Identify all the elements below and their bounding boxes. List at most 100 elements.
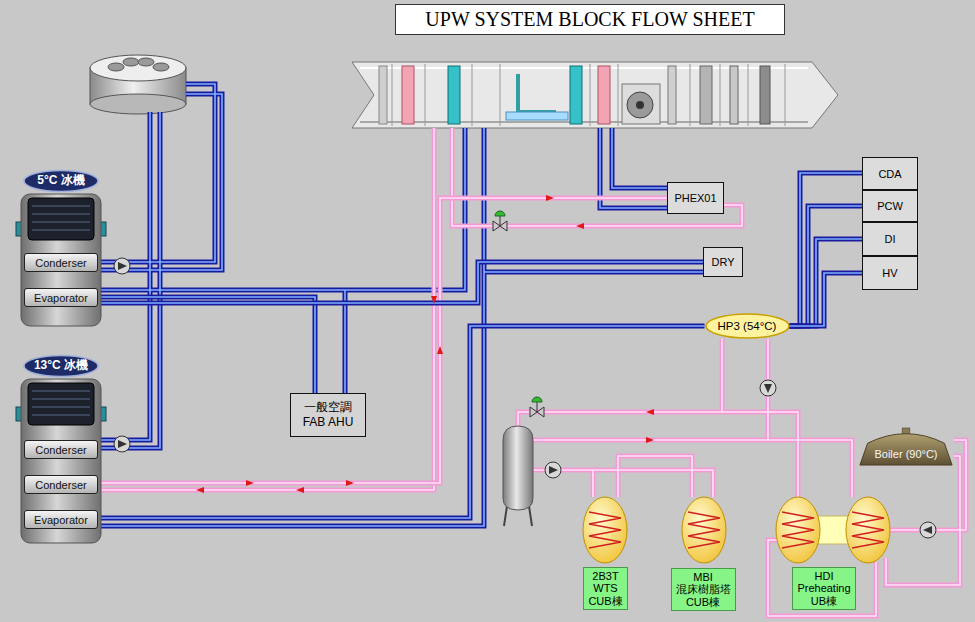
compressor-vent — [32, 205, 90, 207]
compressor-vent — [32, 229, 90, 231]
pipe-core — [790, 273, 863, 326]
valve-symbol — [537, 402, 538, 412]
flow-arrow — [437, 346, 443, 354]
heat-pump-oval: HP3 (54°C) — [705, 313, 790, 339]
pipe-wall — [98, 262, 703, 303]
tower-fan — [123, 58, 139, 66]
pipe-wall — [790, 239, 863, 326]
duct-section — [590, 64, 591, 126]
chiller-tag — [24, 356, 98, 377]
pipe-connector — [98, 297, 315, 393]
station-label: HDI Preheating UB棟 — [792, 567, 855, 611]
filter — [730, 66, 738, 124]
pipe-connector — [98, 262, 703, 303]
humidifier-tray — [506, 112, 568, 120]
dryer-box: DRY — [703, 247, 743, 277]
tower-fan — [153, 63, 169, 71]
heating-coil — [402, 66, 414, 124]
compressor-vent — [32, 414, 90, 416]
boiler-stack — [902, 428, 910, 434]
flow-arrow — [646, 409, 654, 415]
pipe-core — [790, 239, 863, 326]
pump-symbol — [114, 436, 130, 452]
heating-coil — [598, 66, 610, 124]
valve-symbol — [500, 216, 501, 226]
condenser-bar: Conderser — [24, 253, 98, 272]
condenser-bar: Conderser — [24, 440, 98, 459]
pump-symbol — [118, 440, 127, 448]
node-label: 一般空調 FAB AHU — [295, 400, 361, 430]
filter — [668, 66, 676, 124]
tower-fan — [138, 58, 154, 66]
node-label: CDA — [878, 168, 901, 180]
diagram-title: UPW SYSTEM BLOCK FLOW SHEET — [425, 8, 754, 31]
valve-symbol — [532, 397, 542, 402]
compressor-vent — [32, 221, 90, 223]
node-label: Conderser — [35, 444, 86, 456]
pump-symbol — [923, 526, 932, 534]
chiller-unit: 5°C 冰機ConderserEvaporator — [16, 170, 106, 328]
node-label: HV — [882, 267, 897, 279]
node-label: Conderser — [35, 257, 86, 269]
compressor-vent — [32, 398, 90, 400]
pipe-connector — [98, 326, 705, 518]
compressor — [28, 383, 94, 425]
condenser-bar: Conderser — [24, 475, 98, 494]
filter — [760, 66, 770, 124]
pipe-connector — [790, 173, 863, 326]
compressor — [28, 198, 94, 240]
station-label: MBI 混床樹脂塔 CUB棟 — [671, 568, 736, 612]
duct-section — [720, 64, 721, 126]
flow-arrow — [296, 487, 304, 493]
chiller-body — [21, 194, 101, 326]
pipe-connector — [790, 239, 863, 326]
utility-box: CDA — [862, 157, 918, 190]
node-label: 13°C 冰機 — [34, 355, 88, 376]
pipe-core — [98, 297, 315, 393]
chiller-unit: 13°C 冰機ConderserConderserEvaporator — [16, 355, 106, 545]
chiller-body — [21, 379, 101, 543]
pump-symbol — [545, 462, 561, 478]
coil-zigzag — [589, 512, 621, 548]
flow-arrow — [546, 195, 554, 201]
flow-arrow — [431, 296, 437, 304]
storage-tank — [503, 426, 533, 510]
pump-symbol — [920, 522, 936, 538]
pump-symbol — [118, 262, 127, 270]
fan-hub — [636, 101, 644, 109]
dome-outline — [858, 428, 954, 466]
node-label: MBI 混床樹脂塔 CUB棟 — [676, 571, 731, 609]
pipe-wall — [790, 173, 863, 326]
utility-box: PCW — [862, 190, 918, 222]
node-label: Boiler (90°C) — [874, 448, 937, 460]
filter — [700, 66, 712, 124]
pipe-wall — [98, 198, 667, 483]
compressor-vent — [32, 213, 90, 215]
duct-edge — [360, 121, 808, 123]
pipe-wall — [98, 297, 315, 393]
tank-leg — [529, 506, 532, 526]
node-label: PCW — [877, 200, 903, 212]
duct-section — [392, 64, 393, 126]
flow-arrow — [246, 480, 254, 486]
pump-symbol — [764, 384, 772, 393]
node-label: HP3 (54°C) — [718, 320, 777, 332]
exchanger-box: PHEX01 — [667, 182, 724, 214]
heat-exchanger — [846, 497, 890, 563]
compressor-vent — [32, 406, 90, 408]
pipe-core — [98, 198, 667, 483]
cooling-tower — [90, 94, 186, 114]
tank-leg — [504, 506, 507, 526]
duct-section — [785, 64, 786, 126]
hot-water-pipe — [100, 128, 966, 616]
heat-exchanger — [583, 497, 627, 563]
boiler-shape — [860, 434, 952, 465]
coil-zigzag — [782, 512, 814, 548]
duct-section — [500, 64, 501, 126]
pipe-connector — [790, 273, 863, 326]
node-label: 2B3T WTS CUB棟 — [588, 570, 622, 608]
cooling-coil — [570, 66, 582, 124]
coil-zigzag — [688, 512, 720, 548]
boiler-symbol: Boiler (90°C) — [858, 428, 954, 466]
